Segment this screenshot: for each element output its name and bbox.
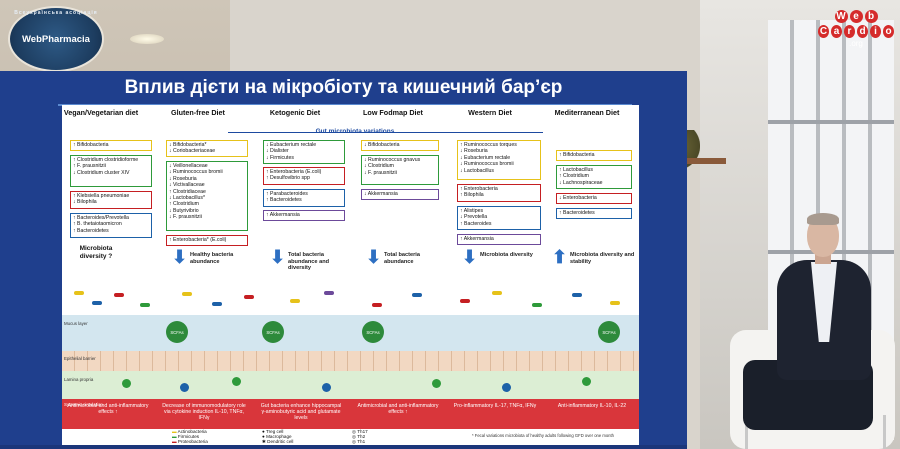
legend-treg: Treg cell (265, 429, 284, 434)
effect-vegan: Antimicrobial and anti-inflammatory effe… (67, 403, 149, 416)
presenter (715, 210, 900, 449)
bacteria-band (62, 283, 639, 315)
diet-microbiota-figure: Vegan/Vegetarian diet Gluten-free Diet K… (62, 105, 639, 445)
column-head-low-fodmap: Low Fodmap Diet (363, 108, 423, 117)
webpharmacia-logo: Всеукраїнська асоціація WebPharmacia (8, 6, 104, 72)
western-box-red: ↑ Enterobacteria↑ Bilophila (457, 184, 541, 202)
presenter-hair (807, 213, 839, 225)
legend-th2: Th2 (357, 434, 366, 440)
vegan-box-red: ↑ Klebsiella pneumoniae↓ Bilophila (70, 191, 152, 209)
fodmap-box-yellow: ↓ Bifidobacteria (361, 140, 439, 151)
effect-gluten: Decrease of immunomodulatory role via cy… (162, 403, 246, 422)
effect-keto: Gut bacteria enhance hippocampal γ-amino… (260, 403, 342, 422)
scfa-marker: SCFAs (362, 321, 384, 343)
vegan-box-green: ↑ Clostridium clostridioforme↑ F. prausn… (70, 155, 152, 187)
med-box-green: ↑ Lactobacillus↑ Clostridium↓ Lachnospir… (556, 165, 632, 189)
decor-shelf (686, 158, 726, 164)
layer-label-systemic: Systemic circulation (64, 402, 103, 407)
webcardio-suffix: .org (849, 39, 863, 48)
effect-western: Pro-inflammatory IL-17, TNFα, IFNγ (453, 403, 537, 409)
fodmap-box-purple: ↓ Akkermansia (361, 189, 439, 200)
arrow-label-gluten: Healthy bacteria abundance (190, 252, 234, 265)
figure-legend: ▬ Actinobacteria ▬ Firmicutes ▬ Proteoba… (62, 429, 639, 445)
epithelial-barrier: Epithelial barrier (62, 351, 639, 371)
arrow-down-icon: ⬇ (270, 247, 286, 267)
logo-text: WebPharmacia (22, 33, 90, 45)
ceiling-light (130, 34, 164, 44)
legend-th1: Th1 (357, 439, 366, 445)
legend-proteobacteria: Proteobacteria (177, 439, 208, 445)
legend-note: * Fecal variations microbiota of healthy… (472, 433, 614, 438)
variations-label: Gut microbiota variations (315, 128, 395, 135)
gluten-box-red: ↑ Enterobacteria* (E.coli) (166, 235, 248, 246)
column-head-vegan: Vegan/Vegetarian diet (63, 108, 139, 117)
med-box-red: ↓ Enterobacteria (556, 193, 632, 204)
arrow-down-icon: ⬇ (366, 247, 382, 267)
mucus-layer: Mucus layer SCFAs SCFAs SCFAs SCFAs (62, 315, 639, 351)
effect-mediterranean: Anti-inflammatory IL-10, IL-22 (557, 403, 627, 409)
legend-firmicutes: Firmicutes (177, 434, 200, 440)
vegan-box-yellow: ↑ Bifidobacteria (70, 140, 152, 151)
western-box-yellow: ↑ Ruminococcus torques↓ Roseburia↓ Eubac… (457, 140, 541, 180)
med-box-blue: ↑ Bacteroidetes (556, 208, 632, 219)
lamina-propria: Lamina propria (62, 371, 639, 399)
arrow-label-keto: Total bacteria abundance and diversity (288, 252, 330, 272)
med-box-yellow: ↑ Bifidobacteria (556, 150, 632, 161)
layer-label-lamina: Lamina propria (64, 377, 94, 382)
microbiota-diversity-label: Microbiota diversity ? (79, 245, 113, 260)
legend-dendritic: Dendritic cell (267, 439, 294, 445)
chair-leg (883, 415, 886, 449)
arrow-down-icon: ⬇ (172, 247, 188, 267)
slide-title: Вплив дієти на мікробіоту та кишечний ба… (124, 77, 563, 98)
gluten-box-yellow: ↓ Bifidobacteria*↓ Coriobacteriaceae (166, 140, 248, 157)
legend-th17: Th17 (357, 429, 368, 434)
arrow-label-fodmap: Total bacteria abundance (384, 252, 420, 265)
keto-box-green: ↓ Eubacterium rectale↓ Dialister↓ Firmic… (263, 140, 345, 164)
window-rail (768, 120, 894, 124)
column-head-western: Western Diet (468, 108, 512, 117)
fodmap-box-green: ↓ Ruminococcus gnavus↓ Clostridium↓ F. p… (361, 155, 439, 185)
legend-macrophage: Macrophage (266, 434, 292, 440)
logo-ring-text: Всеукраїнська асоціація (14, 10, 98, 16)
scfa-marker: SCFAs (262, 321, 284, 343)
arrow-label-western: Microbiota diversity (480, 252, 533, 258)
scfa-marker: SCFAs (166, 321, 188, 343)
keto-box-purple: ↑ Akkermansia (263, 210, 345, 221)
column-head-mediterranean: Mediterranean Diet (554, 108, 620, 117)
variations-rule (228, 132, 543, 133)
column-head-gluten-free: Gluten-free Diet (171, 108, 225, 117)
layer-label-mucus: Mucus layer (64, 321, 88, 326)
keto-box-red: ↑ Enterobacteria (E.coli)↑ Desulfovibrio… (263, 167, 345, 185)
gluten-box-green: ↓ Veillonellaceae↓ Ruminococcus bromii↓ … (166, 161, 248, 231)
slide-bottom-strip (0, 445, 687, 449)
effect-fodmap: Antimicrobial and anti-inflammatory effe… (357, 403, 439, 416)
arrow-label-med: Microbiota diversity and stability (570, 252, 635, 265)
chair-leg (745, 415, 748, 449)
keto-box-blue: ↑ Parabacteroides↑ Bacteroidetes (263, 189, 345, 207)
arrow-down-icon: ⬇ (462, 247, 478, 267)
arrow-up-icon: ⬆ (552, 247, 568, 267)
western-box-blue: ↑ Alistipes↓ Prevotella↑ Bacteroides (457, 206, 541, 230)
systemic-circulation: Systemic circulation (62, 399, 639, 429)
vegan-box-blue: ↑ Bacteroides/Prevotella↑ B. thetaiotaom… (70, 213, 152, 238)
scfa-marker: SCFAs (598, 321, 620, 343)
legend-actinobacteria: Actinobacteria (177, 429, 207, 434)
western-box-purple: ↑ Akkermansia (457, 234, 541, 245)
layer-label-epithelial: Epithelial barrier (64, 356, 96, 361)
column-head-ketogenic: Ketogenic Diet (269, 108, 321, 117)
